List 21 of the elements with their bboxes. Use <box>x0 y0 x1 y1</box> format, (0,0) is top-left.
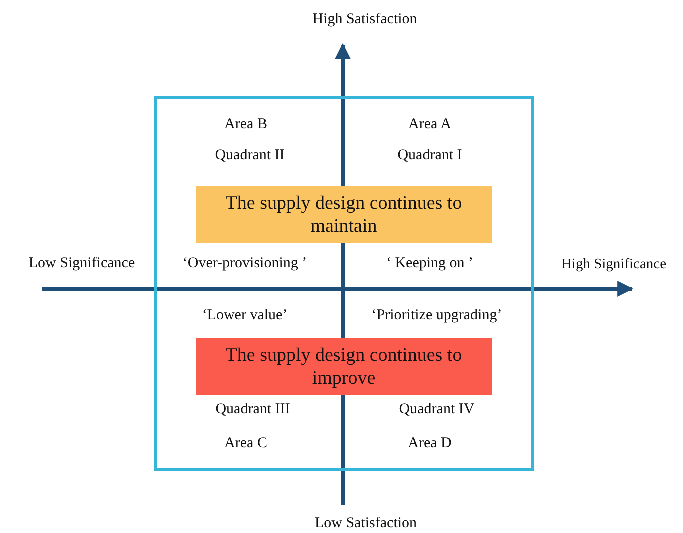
area-label: Area D <box>408 436 452 452</box>
strategy-label: ‘Lower value’ <box>202 308 288 324</box>
area-label: Area B <box>224 116 268 134</box>
quadrant-label: Quadrant III <box>216 402 290 418</box>
summary-box <box>196 338 492 395</box>
area-label: Area A <box>408 116 452 134</box>
strategy-label: ‘Over-provisioning ’ <box>182 256 308 272</box>
summary-box <box>196 186 492 243</box>
quadrant-label: Quadrant II <box>215 148 285 164</box>
box-text: The supply design continues to improve <box>224 344 464 390</box>
axis-label: Low Significance <box>28 256 136 272</box>
box-text: The supply design continues to maintain <box>224 192 464 238</box>
axis-label: High Significance <box>561 256 667 274</box>
axis-label: High Satisfaction <box>312 12 418 28</box>
quadrant-frame <box>154 96 534 471</box>
quadrant-label: Quadrant I <box>398 148 462 164</box>
axis-label: Low Satisfaction <box>314 516 418 532</box>
quadrant-label: Quadrant IV <box>399 402 475 418</box>
area-label: Area C <box>224 436 268 452</box>
strategy-label: ‘Prioritize upgrading’ <box>372 308 502 324</box>
strategy-label: ‘ Keeping on ’ <box>386 256 474 272</box>
